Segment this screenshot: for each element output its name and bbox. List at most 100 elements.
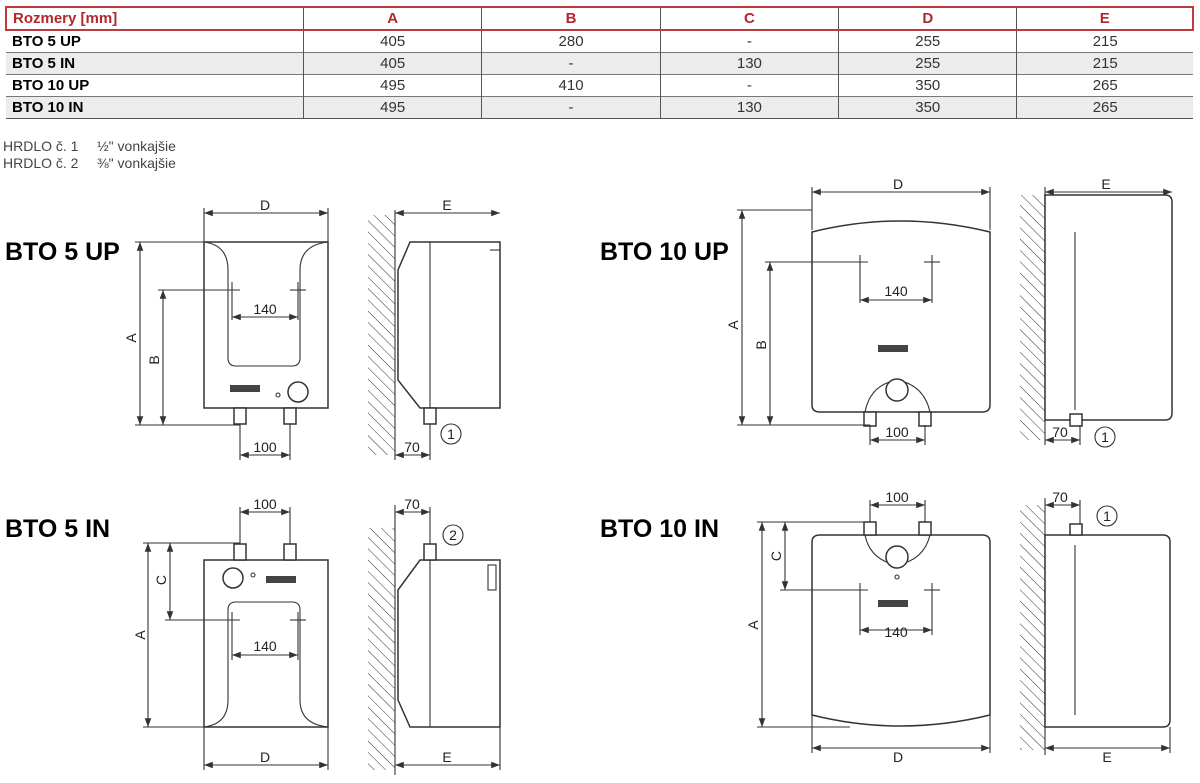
cell: 215 [1016,29,1193,53]
cell: BTO 5 IN [6,52,304,75]
header-cell: E [1016,6,1195,31]
connector-number: 2 [449,527,457,543]
cell: 405 [303,29,483,53]
cell: - [660,29,840,53]
dim-e: E [1102,749,1111,765]
drawing-bto10in: BTO 10 IN 100 A C 140 D 70 E 1 [600,489,1171,765]
brand-logo [266,576,296,583]
dim-e: E [442,197,451,213]
brand-logo [230,385,260,392]
cell: 265 [1016,96,1193,119]
heater-side [1044,534,1171,728]
wall-hatch [368,215,395,455]
drawing-title: BTO 10 UP [600,238,729,266]
table-header-row: Rozmery [mm] A B C D E [5,6,1195,31]
cell: BTO 5 UP [6,29,304,53]
dim-100: 100 [253,439,277,455]
wall-hatch [368,528,395,770]
cell: 255 [838,29,1018,53]
dim-140: 140 [253,638,277,654]
drawing-title: BTO 5 UP [5,238,120,266]
dim-b: B [146,355,162,364]
dim-140: 140 [253,301,277,317]
dim-100: 100 [885,424,909,440]
drawing-bto5in: BTO 5 IN 100 A C 140 D 70 E 2 [5,496,501,775]
dim-e: E [1101,176,1110,192]
drawing-title: BTO 5 IN [5,515,110,543]
cell: 255 [838,52,1018,75]
cell: BTO 10 IN [6,96,304,119]
cell: BTO 10 UP [6,74,304,97]
drawing-bto5up: BTO 5 UP D A B 140 100 E 70 1 [5,197,501,460]
dim-140: 140 [884,283,908,299]
heater-side [397,559,501,728]
cell: 405 [303,52,483,75]
cell: - [481,96,661,119]
cell: 350 [838,74,1018,97]
header-cell: B [481,6,661,31]
cell: 280 [481,29,661,53]
cell: 265 [1016,74,1193,97]
wall-hatch [1020,505,1045,750]
knob-icon [885,545,909,569]
dim-e: E [442,749,451,765]
cell: - [660,74,840,97]
cell: - [481,52,661,75]
note-connector-2: HRDLO č. 2 ⅜" vonkajšie [3,155,176,171]
knob-icon [222,567,244,589]
heater-side [1044,194,1173,421]
knob-icon [885,378,909,402]
dim-d: D [260,197,270,213]
cell: 130 [660,52,840,75]
cell: 495 [303,74,483,97]
cell: 130 [660,96,840,119]
brand-logo [878,345,908,352]
header-cell: Rozmery [mm] [5,6,304,31]
knob-icon [287,381,309,403]
dim-100: 100 [885,489,909,505]
drawing-title: BTO 10 IN [600,515,719,543]
dim-70: 70 [1052,489,1068,505]
heater-front [203,241,329,409]
note-label: HRDLO č. 2 [3,155,79,171]
dim-100: 100 [253,496,277,512]
dim-d: D [893,749,903,765]
dim-70: 70 [1052,424,1068,440]
dim-c: C [768,551,784,561]
dim-a: A [123,333,139,343]
header-cell: D [838,6,1018,31]
dim-d: D [893,176,903,192]
dim-70: 70 [404,439,420,455]
header-cell: C [660,6,840,31]
dim-a: A [132,630,148,640]
cell: 410 [481,74,661,97]
heater-side [397,241,501,409]
note-value: ⅜" vonkajšie [97,155,176,171]
dim-c: C [153,575,169,585]
dim-d: D [260,749,270,765]
cell: 215 [1016,52,1193,75]
heater-front [811,220,991,413]
connector-number: 1 [1101,429,1109,445]
dim-70: 70 [404,496,420,512]
dim-a: A [725,320,741,330]
header-cell: A [303,6,483,31]
dim-b: B [753,340,769,349]
note-value: ½" vonkajšie [97,138,176,154]
drawing-bto10up: BTO 10 UP D A B 140 100 E 70 1 [600,176,1173,448]
brand-logo [878,600,908,607]
cell: 495 [303,96,483,119]
dim-140: 140 [884,624,908,640]
wall-hatch [1020,195,1045,440]
note-connector-1: HRDLO č. 1 ½" vonkajšie [3,138,176,154]
dim-a: A [745,620,761,630]
cell: 350 [838,96,1018,119]
connector-number: 1 [447,426,455,442]
note-label: HRDLO č. 1 [3,138,79,154]
